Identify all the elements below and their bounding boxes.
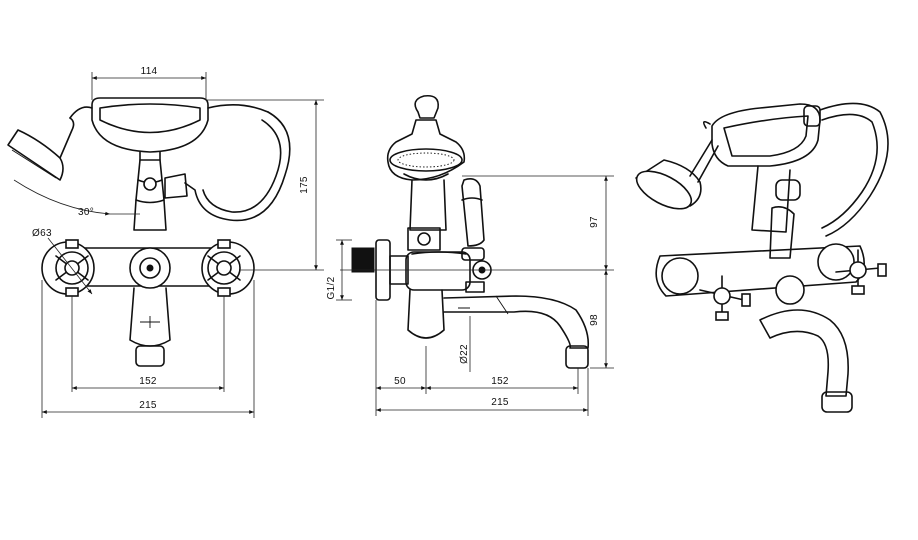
dim-diameter: Ø63 bbox=[32, 228, 93, 295]
dim-overall-width: 215 bbox=[41, 280, 255, 418]
dim-overall-depth: 215 bbox=[376, 368, 589, 416]
handset-icon bbox=[69, 97, 269, 161]
dim-height: 175 bbox=[206, 99, 324, 271]
dim-label-215: 215 bbox=[139, 400, 157, 411]
perspective-left-handle-icon bbox=[699, 275, 751, 321]
perspective-view bbox=[635, 102, 889, 413]
right-handle-icon bbox=[201, 239, 255, 297]
dim-label-22: Ø22 bbox=[459, 344, 470, 364]
front-view: 114 175 30° Ø63 152 bbox=[7, 66, 324, 418]
dim-label-152-side: 152 bbox=[491, 376, 509, 387]
dim-angle: 30° bbox=[13, 179, 140, 218]
side-handle-icon bbox=[461, 178, 492, 293]
dim-centers: 152 bbox=[71, 296, 225, 392]
dim-label-152: 152 bbox=[139, 376, 157, 387]
dim-upper: 97 bbox=[340, 175, 614, 271]
dim-label-50: 50 bbox=[394, 376, 406, 387]
perspective-shower-head-icon bbox=[635, 139, 719, 210]
dim-label-114: 114 bbox=[141, 66, 158, 77]
hose bbox=[184, 111, 291, 222]
dim-lower: 98 bbox=[589, 270, 614, 369]
dim-spout-reach: 152 bbox=[426, 368, 579, 394]
dim-label-98: 98 bbox=[589, 314, 600, 326]
dim-handset-width: 114 bbox=[91, 66, 207, 100]
dim-spout-diameter: Ø22 bbox=[459, 316, 471, 372]
dim-label-63: Ø63 bbox=[32, 228, 52, 239]
shower-head-icon bbox=[7, 117, 75, 181]
left-handle-icon bbox=[41, 239, 95, 297]
dim-label-215-side: 215 bbox=[491, 397, 509, 408]
dim-label-g12: G1/2 bbox=[326, 276, 337, 299]
dim-label-97: 97 bbox=[589, 216, 600, 228]
dim-wall-offset: 50 bbox=[375, 300, 427, 416]
dim-label-175: 175 bbox=[299, 176, 310, 194]
shower-head-face-icon bbox=[386, 119, 466, 181]
perspective-right-handle-icon bbox=[835, 249, 887, 295]
dim-thread: G1/2 bbox=[326, 239, 352, 301]
side-view: 97 98 G1/2 Ø22 50 152 bbox=[326, 94, 614, 416]
dim-label-30: 30° bbox=[78, 207, 94, 218]
